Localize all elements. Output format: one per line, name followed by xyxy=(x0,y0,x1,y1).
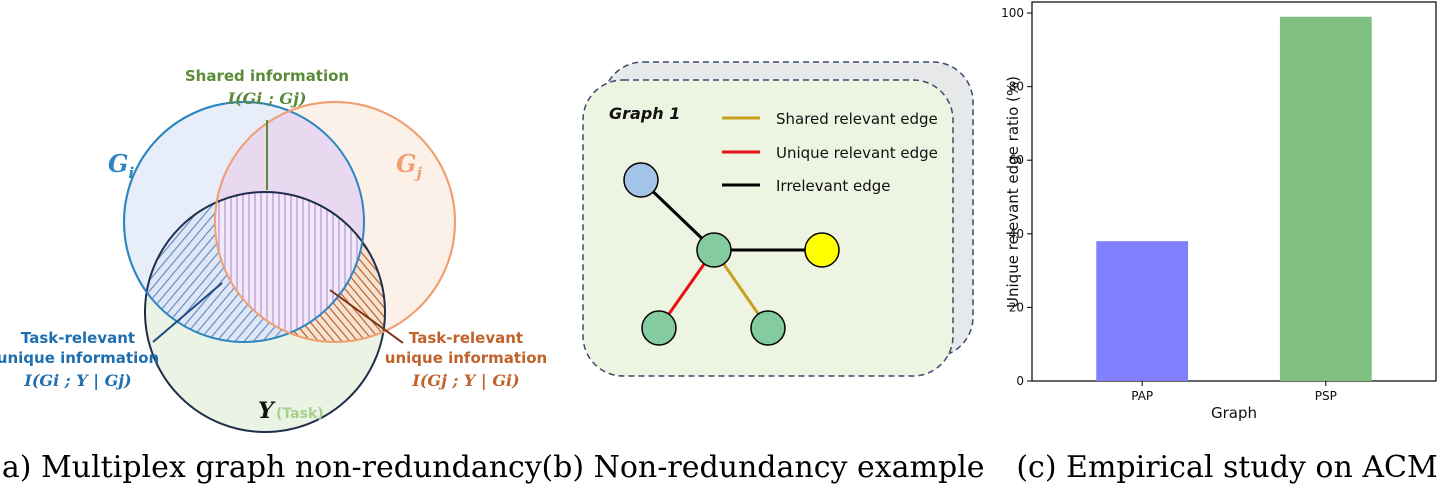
y-tick-label: 20 xyxy=(1009,300,1024,314)
left-formula: I(Gi ; Y | Gj) xyxy=(23,371,131,390)
left-pointer xyxy=(152,282,223,343)
legend-shared-label: Shared relevant edge xyxy=(776,110,938,128)
x-axis-label: Graph xyxy=(1211,404,1257,422)
caption-a: (a) Multiplex graph non-redundancy xyxy=(0,450,542,485)
plot-area xyxy=(1031,1,1437,382)
gi-label: Gi xyxy=(108,149,135,182)
y-circle xyxy=(144,191,386,433)
shared-formula: I(Gi ; Gj) xyxy=(227,89,307,108)
y-tick-label: 0 xyxy=(1016,374,1024,388)
node-blue xyxy=(623,162,659,198)
left-title-line1: Task-relevant xyxy=(21,329,135,347)
right-pointer xyxy=(329,289,404,344)
y-label: Y xyxy=(258,398,276,424)
node-yellow xyxy=(804,232,840,268)
panel-b-example: Graph 1 Shared relevant edge Unique rele… xyxy=(541,61,985,485)
y-tick-label: 80 xyxy=(1009,80,1024,94)
legend-unique-label: Unique relevant edge xyxy=(776,144,938,162)
node-bottom-right xyxy=(750,310,786,346)
panel-a-venn: Gi Gj Shared information I(Gi ; Gj) Task… xyxy=(0,67,547,485)
shared-title: Shared information xyxy=(185,67,349,85)
panel-c-bar-chart: 0 20 40 60 80 100 PAP PSP Graph Unique relevan… xyxy=(1001,1,1438,485)
left-title-line2: unique information xyxy=(0,349,159,367)
bar-psp xyxy=(1279,16,1372,382)
right-title-line2: unique information xyxy=(385,349,547,367)
graph-title: Graph 1 xyxy=(609,104,680,123)
caption-b: (b) Non-redundancy example xyxy=(541,450,984,485)
y-axis-label: Unique relevant edge ratio (%) xyxy=(1004,76,1022,308)
legend-irrelevant-label: Irrelevant edge xyxy=(776,177,891,195)
x-tick-label-psp: PSP xyxy=(1315,389,1337,403)
node-center xyxy=(696,232,732,268)
y-tick-label: 100 xyxy=(1001,6,1024,20)
bar-pap xyxy=(1096,241,1189,381)
caption-c: (c) Empirical study on ACM xyxy=(1016,450,1437,485)
right-formula: I(Gj ; Y | Gi) xyxy=(411,371,519,390)
node-bottom-left xyxy=(641,310,677,346)
task-label: (Task) xyxy=(276,406,324,422)
right-title-line1: Task-relevant xyxy=(409,329,523,347)
gj-label: Gj xyxy=(396,149,423,182)
y-tick-label: 40 xyxy=(1009,227,1024,241)
y-tick-label: 60 xyxy=(1009,153,1024,167)
x-tick-label-pap: PAP xyxy=(1131,389,1153,403)
